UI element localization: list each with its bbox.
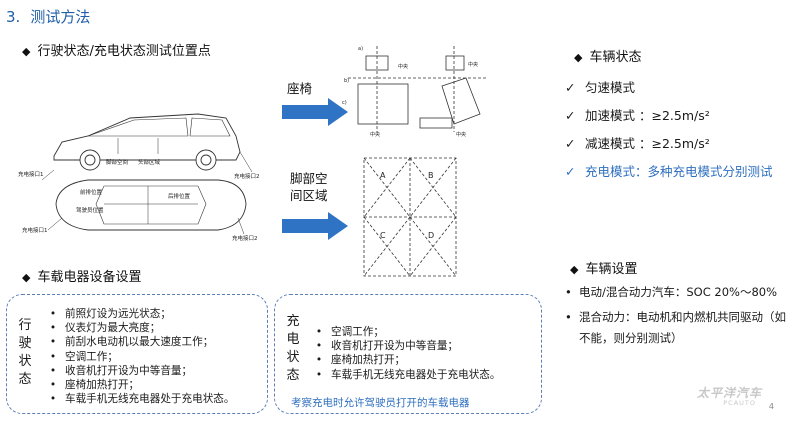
- diamond-bullet-icon: ◆: [574, 51, 583, 64]
- list-item: ✓加速模式 ：≥2.5m/s²: [565, 102, 797, 130]
- list-item: •空调工作；: [49, 350, 118, 363]
- arrow-right-icon: [282, 212, 348, 240]
- list-item: •座椅加热打开；: [49, 379, 140, 392]
- section-vehicle-setup-heading: ◆ 车辆设置: [570, 258, 637, 277]
- list-item: •车载手机无线充电器处于充电状态。: [49, 393, 235, 406]
- list-item: •收音机打开设为中等音量；: [315, 340, 459, 353]
- charging-note: 考察充电时允许驾驶员打开的车载电器: [291, 397, 470, 409]
- vehicle-state-list: ✓匀速模式 ✓加速模式 ：≥2.5m/s² ✓减速模式 ：≥2.5m/s² ✓充…: [565, 74, 797, 186]
- charging-state-label: 充电状态: [286, 314, 300, 383]
- grid-a-label: A: [380, 171, 386, 180]
- diamond-bullet-icon: ◆: [22, 45, 31, 58]
- charging-state-items: •空调工作； •收音机打开设为中等音量； •座椅加热打开； •车载手机无线充电器…: [307, 325, 501, 382]
- seat-label: 座椅: [287, 81, 313, 96]
- page-number: 4: [768, 402, 774, 411]
- list-item: •前照灯设为远光状态；: [49, 308, 171, 320]
- driving-state-label: 行驶状态: [18, 318, 32, 387]
- list-item: •前刮水电动机以最大速度工作；: [49, 336, 214, 349]
- charging-state-box: 充电状态 •空调工作； •收音机打开设为中等音量； •座椅加热打开； •车载手机…: [274, 294, 542, 414]
- foot-area-line1: 脚部空: [290, 171, 328, 186]
- brand-watermark: 太平洋汽车: [696, 386, 762, 400]
- diamond-bullet-icon: ◆: [22, 271, 31, 284]
- seat-center-c-label: 中央: [370, 131, 380, 138]
- section-vehicle-state-heading: ◆ 车辆状态: [574, 46, 641, 65]
- arrow-right-icon: [282, 98, 348, 126]
- title-number: 3.: [6, 8, 21, 26]
- vehicle-setup-list: •电动/混合动力汽车：SOC 20%～80% •混合动力：电动机和内燃机共同驱动…: [565, 282, 797, 353]
- check-icon: ✓: [565, 108, 576, 123]
- list-item: •车载手机无线充电器处于充电状态。: [315, 368, 501, 381]
- car-front-seat-label: 前排位置: [80, 188, 103, 196]
- car-side-view: [53, 113, 241, 171]
- driving-state-box: 行驶状态 •前照灯设为远光状态； •仪表灯为最大亮度； •前刮水电动机以最大速度…: [6, 294, 268, 414]
- list-item: ✓匀速模式: [565, 74, 797, 102]
- foot-area-label: 脚部空 间区域: [290, 170, 328, 204]
- title-text: 测试方法: [30, 8, 91, 26]
- seat-center-d-label: 中央: [456, 131, 466, 138]
- car-foot-space-label: 脚部空间: [106, 158, 128, 166]
- list-item: •混合动力：电动机和内燃机共同驱动（如不能，则分别测试）: [565, 307, 797, 349]
- list-item: ✓充电模式：多种充电模式分别测试: [565, 158, 797, 186]
- section-position-text: 行驶状态/充电状态测试位置点: [37, 44, 211, 59]
- section-vehicle-state-text: 车辆状态: [589, 50, 642, 65]
- seat-center-a-label: 中央: [468, 61, 478, 68]
- section-electrical-heading: ◆ 车载电器设备设置: [22, 266, 141, 285]
- foot-area-grid-diagram: A B C D: [363, 157, 457, 277]
- list-item: ✓减速模式 ：≥2.5m/s²: [565, 130, 797, 158]
- check-icon: ✓: [565, 136, 576, 151]
- list-item: •座椅加热打开；: [315, 354, 406, 367]
- seat-label-c: c): [342, 100, 347, 106]
- car-head-area-label: 头部区域: [138, 158, 161, 166]
- seat-center-b-label: 中央: [398, 63, 408, 70]
- foot-area-line2: 间区域: [290, 188, 328, 203]
- seat-label-b: b): [344, 78, 349, 84]
- car-driver-seat-label: 驾驶员位置: [76, 206, 104, 214]
- section-position-heading: ◆ 行驶状态/充电状态测试位置点: [22, 40, 211, 59]
- bullet-icon: •: [565, 310, 572, 324]
- grid-c-label: C: [380, 231, 386, 240]
- grid-b-label: B: [428, 171, 434, 180]
- list-item: •收音机打开设为中等音量；: [49, 364, 193, 377]
- charge-port1-top-label: 充电接口1: [18, 170, 44, 178]
- check-icon: ✓: [565, 80, 576, 95]
- seat-label-a: a): [358, 46, 363, 52]
- seat-diagram: a) b) c) 中央 中央 中央 中央: [342, 46, 488, 138]
- driving-state-items: •前照灯设为远光状态； •仪表灯为最大亮度； •前刮水电动机以最大速度工作； •…: [41, 307, 235, 406]
- check-icon: ✓: [565, 164, 576, 179]
- section-vehicle-setup-text: 车辆设置: [585, 262, 638, 277]
- brand-sub: PCAUTO: [723, 399, 756, 407]
- section-electrical-text: 车载电器设备设置: [37, 270, 142, 285]
- charge-port1-bottom-label: 充电接口1: [22, 226, 48, 234]
- list-item: •空调工作；: [315, 326, 384, 338]
- diamond-bullet-icon: ◆: [570, 263, 579, 276]
- car-diagram: 脚部空间 头部区域 充电接口1 充电接口2 前排位置 后排位置 驾驶员位置 充电…: [18, 113, 260, 242]
- bullet-icon: •: [565, 285, 572, 299]
- list-item: •电动/混合动力汽车：SOC 20%～80%: [565, 282, 797, 303]
- car-top-view: [55, 179, 247, 231]
- charge-port2-top-label: 充电接口2: [234, 172, 260, 180]
- grid-d-label: D: [428, 231, 434, 240]
- car-rear-seat-label: 后排位置: [168, 192, 191, 200]
- list-item: •仪表灯为最大亮度；: [49, 322, 161, 335]
- charge-port2-bottom-label: 充电接口2: [232, 234, 258, 242]
- page-title: 3. 测试方法: [6, 6, 90, 27]
